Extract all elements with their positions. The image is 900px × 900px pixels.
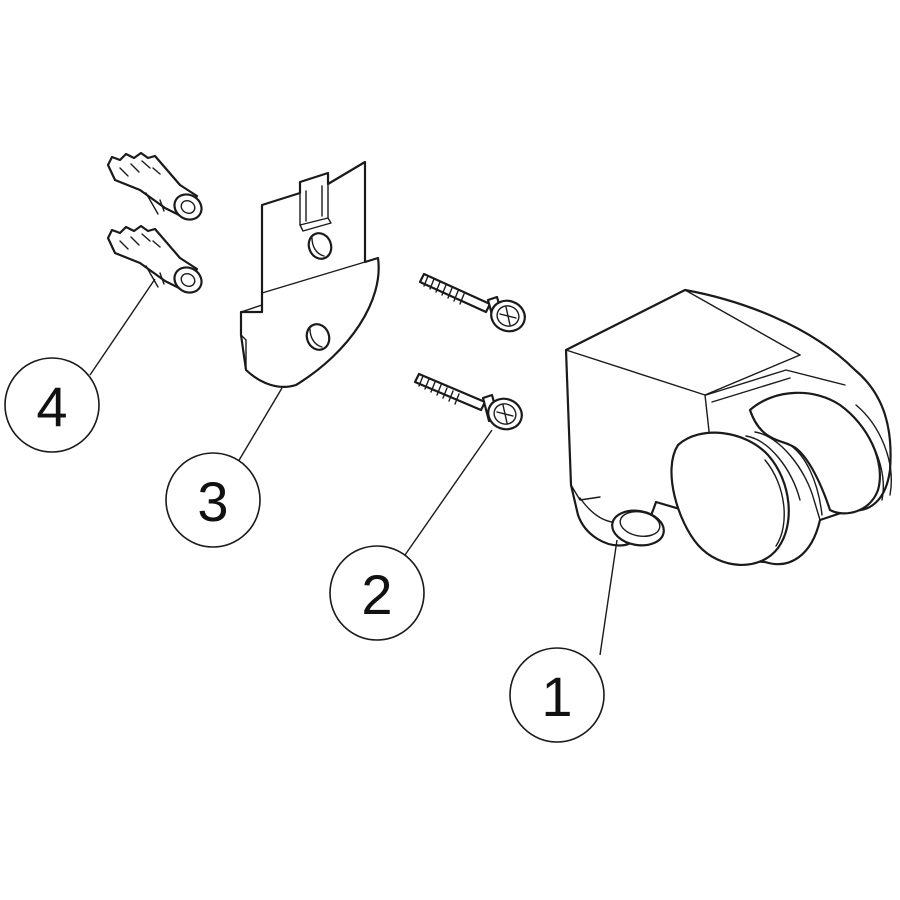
wall-plug-icon xyxy=(106,151,203,294)
leader-line-4 xyxy=(89,278,156,376)
leader-line-1 xyxy=(599,539,618,656)
callout-2-label: 2 xyxy=(361,563,392,626)
callout-4-label: 4 xyxy=(36,375,67,438)
shower-holder-bracket-icon xyxy=(564,288,892,566)
screw-upper xyxy=(418,272,526,333)
wall-mount-plate-icon xyxy=(239,160,380,388)
callout-4: 4 xyxy=(4,357,100,453)
screw-lower xyxy=(413,372,523,431)
callout-3: 3 xyxy=(165,452,261,548)
wall-plug-lower xyxy=(106,224,203,294)
callout-1: 1 xyxy=(509,647,605,743)
leader-line-3 xyxy=(237,387,283,463)
callout-1-label: 1 xyxy=(541,665,572,728)
screw-icon xyxy=(413,272,526,431)
leader-line-2 xyxy=(404,429,493,556)
callout-2: 2 xyxy=(329,545,425,641)
callout-3-label: 3 xyxy=(197,470,228,533)
wall-plug-upper xyxy=(106,151,203,221)
